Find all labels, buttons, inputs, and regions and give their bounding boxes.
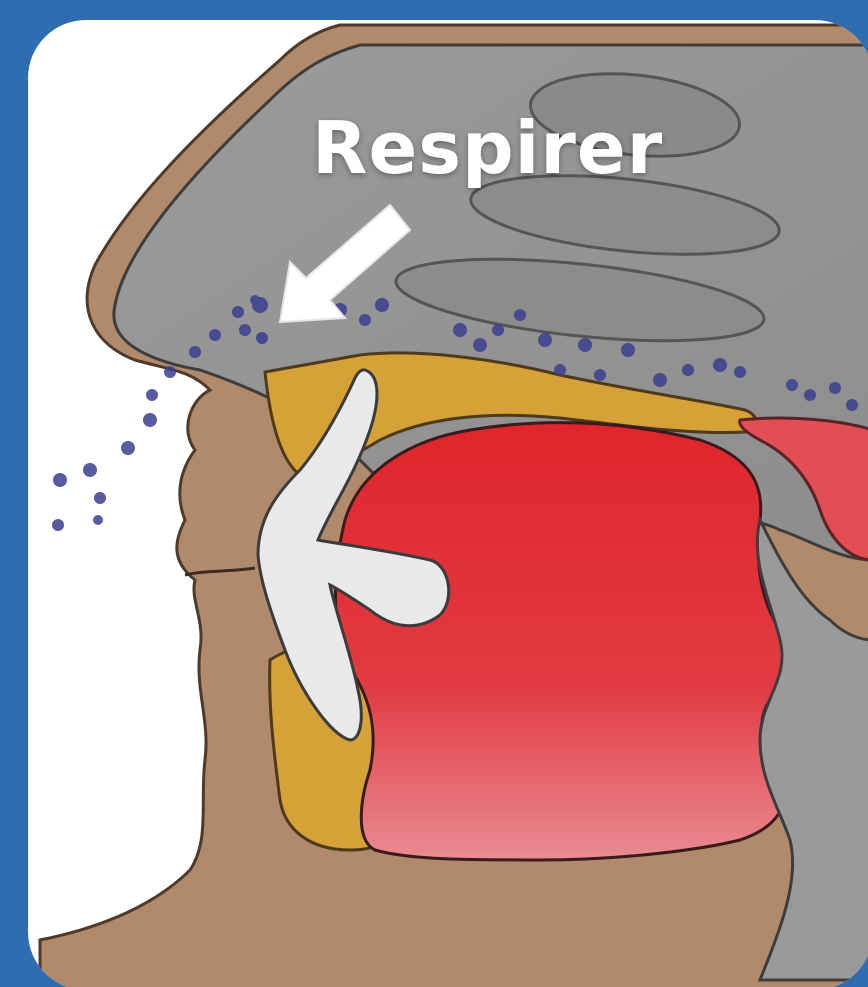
- tongue: [336, 423, 791, 860]
- respirer-label: Respirer: [312, 112, 663, 184]
